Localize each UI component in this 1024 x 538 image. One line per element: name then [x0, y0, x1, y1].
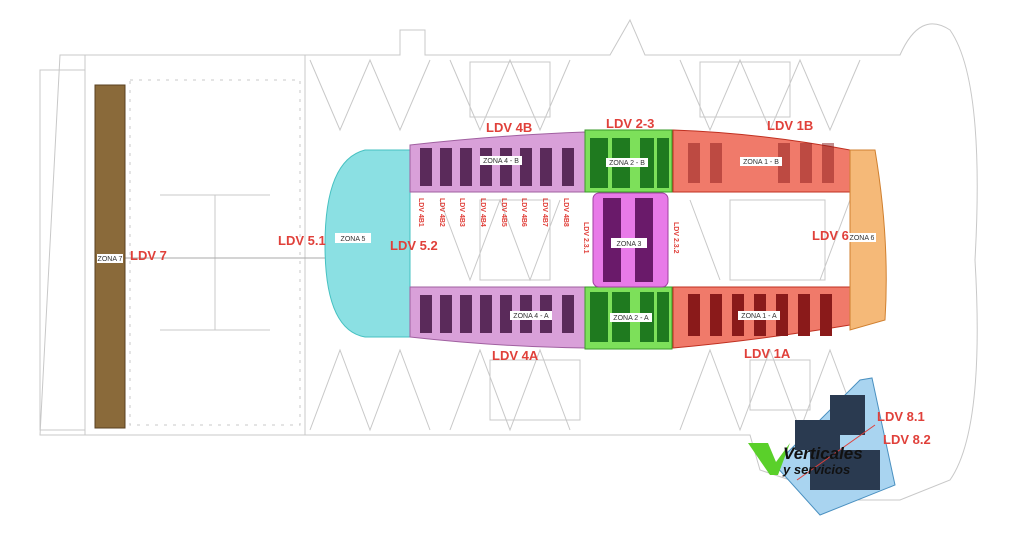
zone-8	[774, 377, 896, 516]
ldv-2-3-label: LDV 2-3	[606, 116, 654, 131]
zone-2a-label: ZONA 2 - A	[613, 315, 649, 322]
zone-4: ZONA 4 - B ZONA 4 - A	[409, 131, 586, 349]
ldv-4b-label: LDV 4B	[486, 120, 532, 135]
ldv-4b2-label: LDV 4B2	[438, 198, 445, 227]
zone-6: ZONA 6	[848, 149, 887, 331]
ldv-5-2-label: LDV 5.2	[390, 238, 438, 253]
ldv-labels: LDV 7 LDV 5.1 LDV 5.2 LDV 4B LDV 4A LDV …	[130, 116, 931, 447]
ldv-4b1-label: LDV 4B1	[417, 198, 424, 227]
zone-3-label: ZONA 3	[617, 241, 642, 248]
ldv-4b3-label: LDV 4B3	[458, 198, 465, 227]
zone-4b-label: ZONA 4 - B	[483, 158, 519, 165]
ldv-5-1-label: LDV 5.1	[278, 233, 326, 248]
ldv-4b6-label: LDV 4B6	[520, 198, 527, 227]
logo-v-icon	[748, 443, 790, 475]
zone-3: ZONA 3	[592, 192, 669, 288]
zone-5-label: ZONA 5	[341, 236, 366, 243]
zone-7: ZONA 7	[94, 84, 126, 429]
ldv-4b8-label: LDV 4B8	[562, 198, 569, 227]
logo-line1: Verticales	[783, 444, 863, 463]
ldv-4b4-label: LDV 4B4	[479, 198, 486, 227]
ldv-4b7-label: LDV 4B7	[541, 198, 548, 227]
ldv-4a-label: LDV 4A	[492, 348, 539, 363]
ldv-6-label: LDV 6	[812, 228, 849, 243]
zone-5: ZONA 5	[324, 149, 411, 338]
ldv-2-3-2-label: LDV 2.3.2	[672, 222, 679, 254]
ldv-2-3-1-label: LDV 2.3.1	[582, 222, 589, 254]
ldv-7-label: LDV 7	[130, 248, 167, 263]
zone-2b-label: ZONA 2 - B	[609, 160, 645, 167]
building-outline	[39, 18, 978, 501]
ldv-8-2-label: LDV 8.2	[883, 432, 931, 447]
logo-line2: y servicios	[782, 462, 850, 477]
zone-1: ZONA 1 - B ZONA 1 - A	[672, 129, 851, 349]
zone-2: ZONA 2 - B ZONA 2 - A	[584, 129, 673, 350]
ldv-8-1-label: LDV 8.1	[877, 409, 925, 424]
zone-1a-label: ZONA 1 - A	[741, 313, 777, 320]
zone-1b-label: ZONA 1 - B	[743, 159, 779, 166]
zone-4a-label: ZONA 4 - A	[513, 313, 549, 320]
verticales-logo: Verticales y servicios	[748, 443, 863, 477]
ldv-1b-label: LDV 1B	[767, 118, 813, 133]
ldv-1a-label: LDV 1A	[744, 346, 791, 361]
zone-6-label: ZONA 6	[850, 235, 875, 242]
ldv-4b5-label: LDV 4B5	[500, 198, 507, 227]
zone-7-label: ZONA 7	[98, 256, 123, 263]
